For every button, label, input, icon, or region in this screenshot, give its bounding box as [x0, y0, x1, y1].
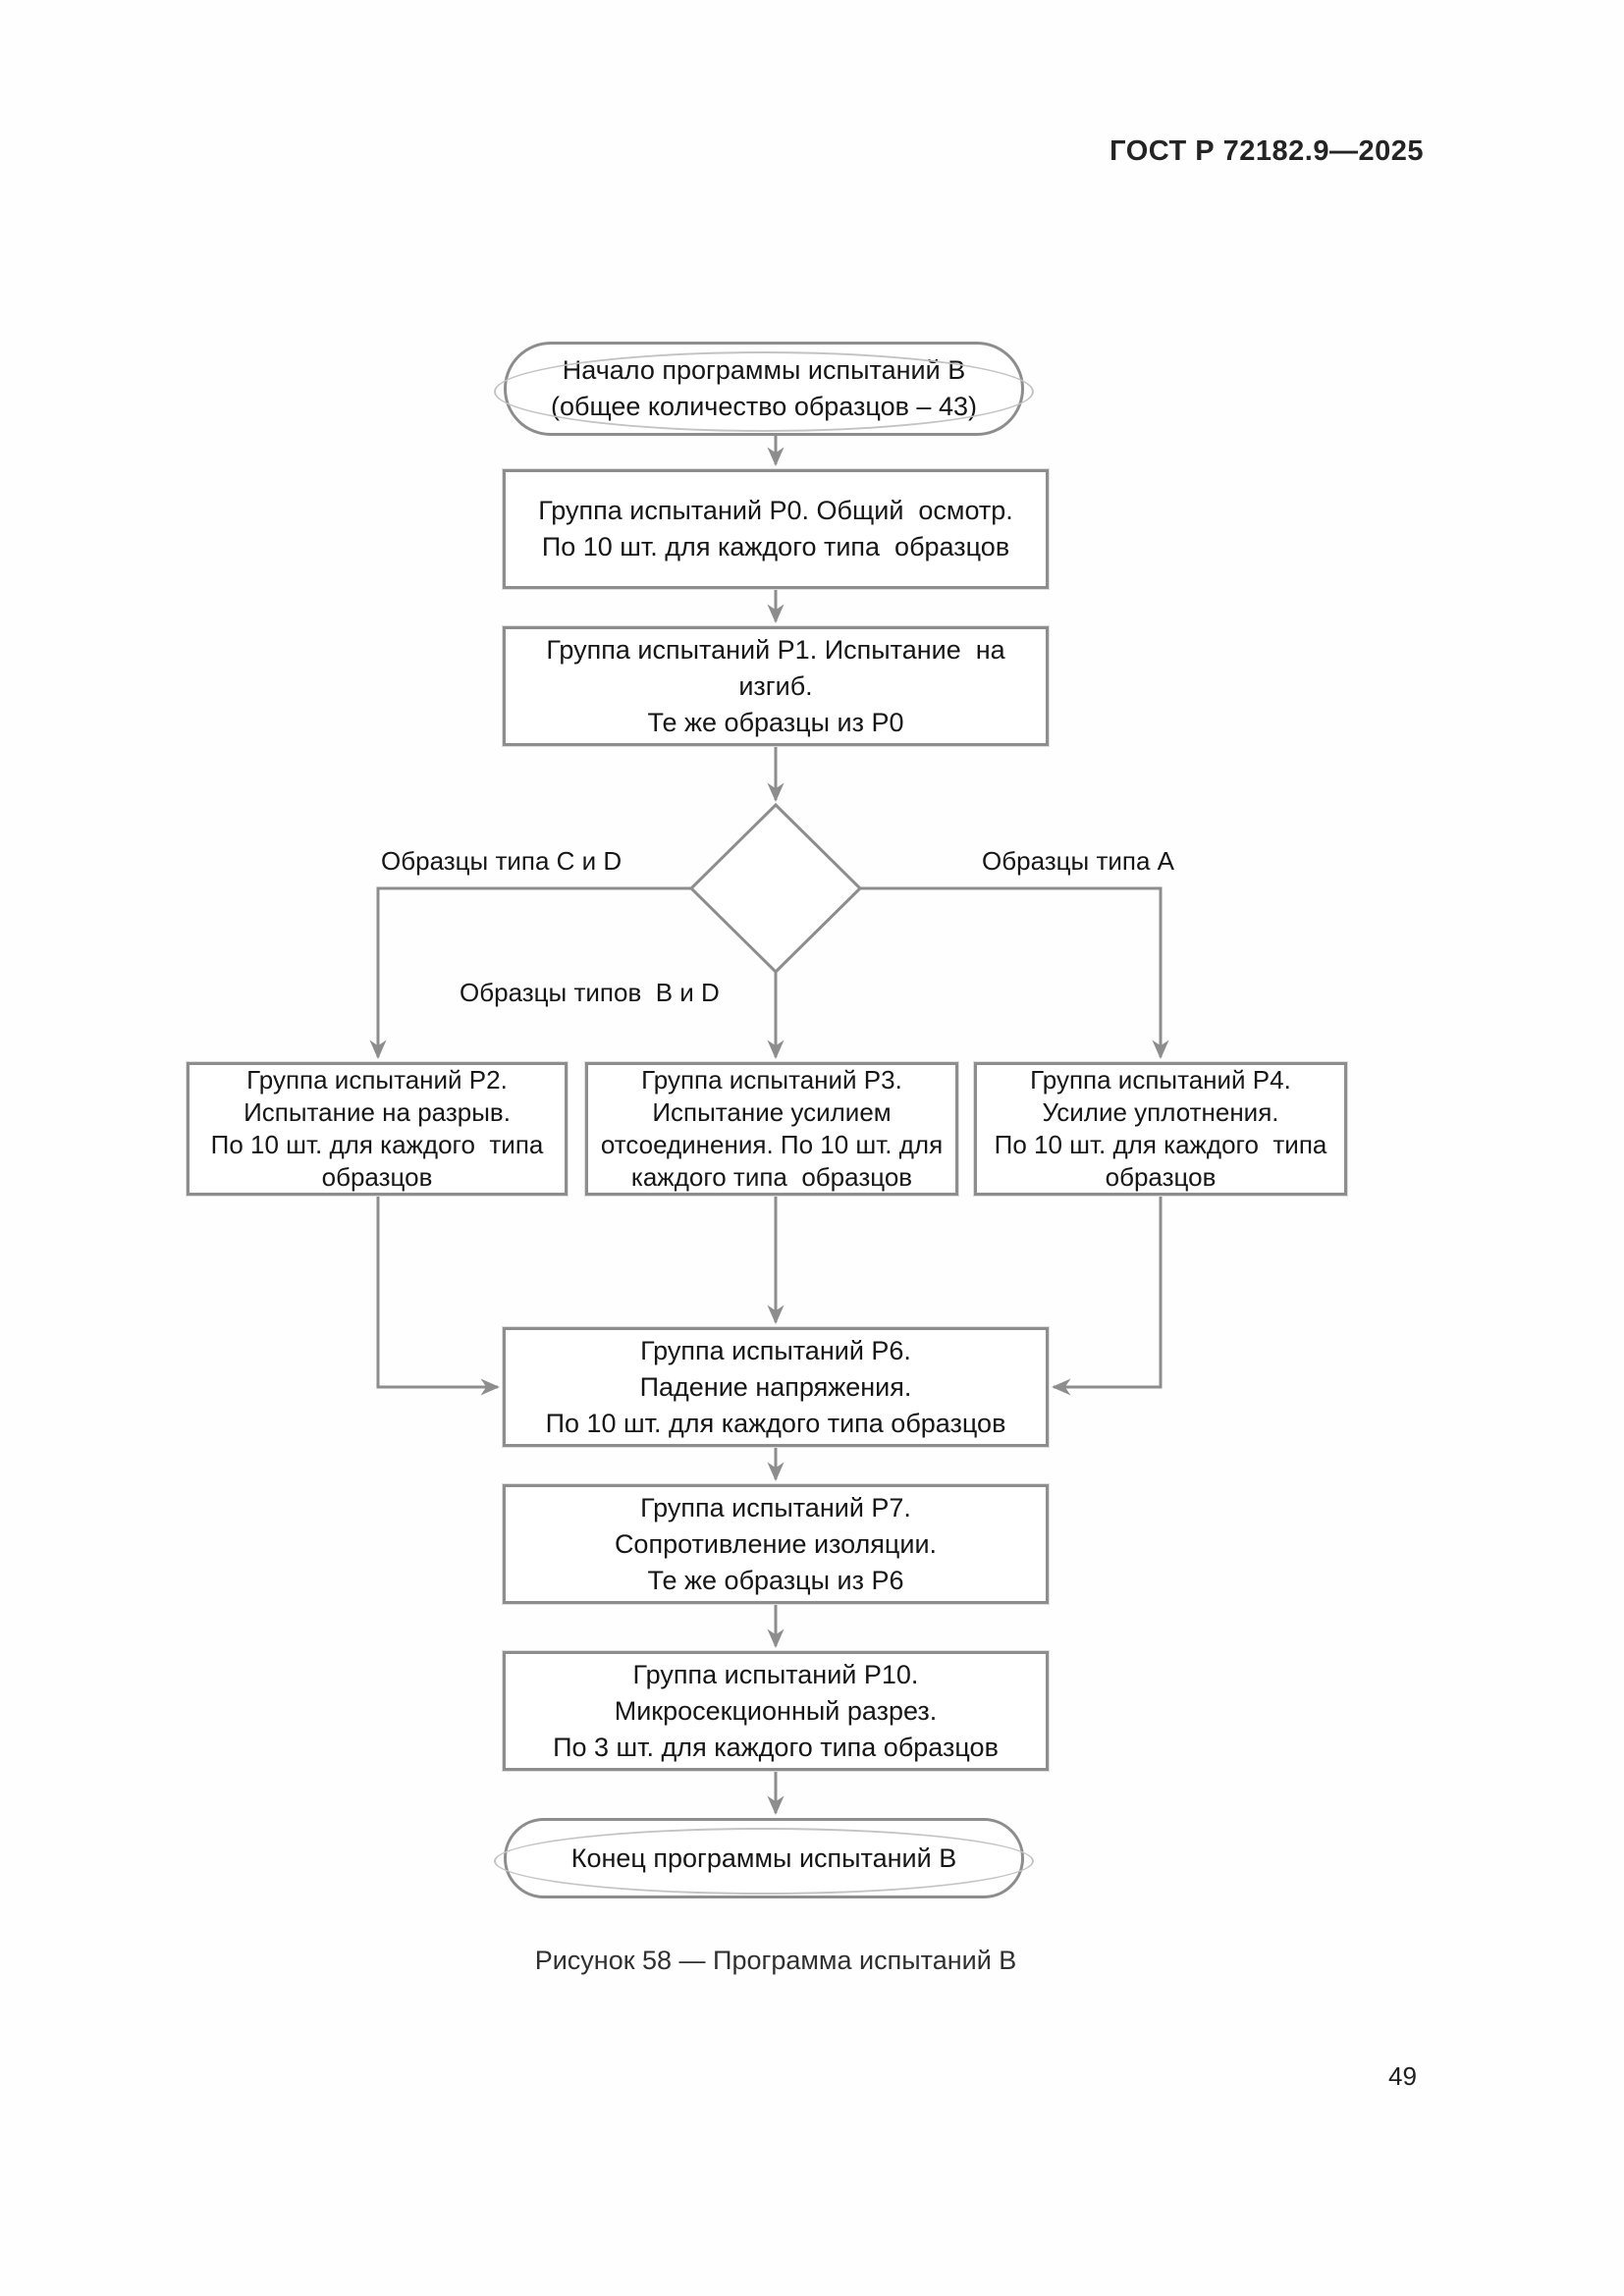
node-text-line: По 10 шт. для каждого типа [994, 1130, 1327, 1159]
node-text-line: Сопротивление изоляции. [614, 1528, 938, 1559]
node-text-line: Группа испытаний Р2. [246, 1065, 508, 1095]
node-p1: Группа испытаний Р1. Испытание на изгиб.… [503, 626, 1049, 746]
connector-decision-p2 [369, 886, 691, 1059]
node-text-line: Усилие уплотнения. [1042, 1097, 1279, 1127]
connector-p4-p6 [1052, 1196, 1163, 1396]
node-text-line: Группа испытаний Р6. [640, 1335, 911, 1365]
branch-label-types-b-d: Образцы типов B и D [460, 978, 720, 1007]
page-number: 49 [1388, 2061, 1417, 2091]
node-text-line: Микросекционный разрез. [614, 1695, 938, 1726]
doc-number: ГОСТ Р 72182.9—2025 [1110, 135, 1424, 167]
figure-caption: Рисунок 58 — Программа испытаний В [534, 1946, 1017, 1975]
node-text-line: Группа испытаний Р7. [640, 1492, 911, 1522]
node-text-line: образцов [321, 1162, 433, 1192]
node-text-line: (общее количество образцов – 43) [551, 392, 977, 421]
node-text-line: По 3 шт. для каждого типа образцов [553, 1732, 999, 1762]
node-start: Начало программы испытаний В (общее коли… [494, 342, 1034, 436]
node-text-line: Те же образцы из Р0 [647, 707, 904, 737]
node-p2: Группа испытаний Р2. Испытание на разрыв… [187, 1062, 568, 1196]
node-p10: Группа испытаний Р10. Микросекционный ра… [503, 1651, 1049, 1771]
node-p7: Группа испытаний Р7. Сопротивление изоля… [503, 1484, 1049, 1604]
node-text-line: По 10 шт. для каждого типа образцов [541, 532, 1010, 561]
node-end: Конец программы испытаний В [494, 1818, 1034, 1898]
node-p0: Группа испытаний Р0. Общий осмотр. По 10… [503, 469, 1049, 589]
node-p4: Группа испытаний Р4. Усилие уплотнения. … [974, 1062, 1347, 1196]
node-text-line: Группа испытаний Р3. [641, 1065, 902, 1095]
node-text-line: Падение напряжения. [639, 1371, 912, 1402]
node-text-line: Конец программы испытаний В [570, 1842, 957, 1873]
node-text-line: Те же образцы из Р6 [647, 1565, 904, 1595]
connector-decision-p4 [860, 886, 1169, 1059]
branch-label-type-a: Образцы типа A [982, 846, 1175, 876]
decision-diamond [688, 802, 863, 975]
node-text-line: Группа испытаний Р10. [632, 1659, 919, 1689]
node-text-line: отсоединения. По 10 шт. для [600, 1130, 944, 1159]
node-text-line: Группа испытаний Р1. Испытание на изгиб. [546, 634, 1013, 701]
node-text-line: Группа испытаний Р0. Общий осмотр. [538, 496, 1013, 525]
branch-label-types-c-d: Образцы типа C и D [381, 846, 623, 876]
node-text-line: Испытание усилием [652, 1097, 892, 1127]
node-text-line: Группа испытаний Р4. [1030, 1065, 1291, 1095]
node-p6: Группа испытаний Р6. Падение напряжения.… [503, 1327, 1049, 1447]
connector-p2-p6 [376, 1196, 500, 1396]
node-text-line: Начало программы испытаний В [562, 355, 966, 385]
node-text-line: По 10 шт. для каждого типа образцов [545, 1408, 1006, 1438]
node-text-line: каждого типа образцов [630, 1162, 913, 1192]
node-text-line: Испытание на разрыв. [244, 1097, 511, 1127]
node-text-line: образцов [1105, 1162, 1217, 1192]
node-text-line: По 10 шт. для каждого типа [210, 1130, 544, 1159]
node-p3: Группа испытаний Р3. Испытание усилием о… [585, 1062, 958, 1196]
